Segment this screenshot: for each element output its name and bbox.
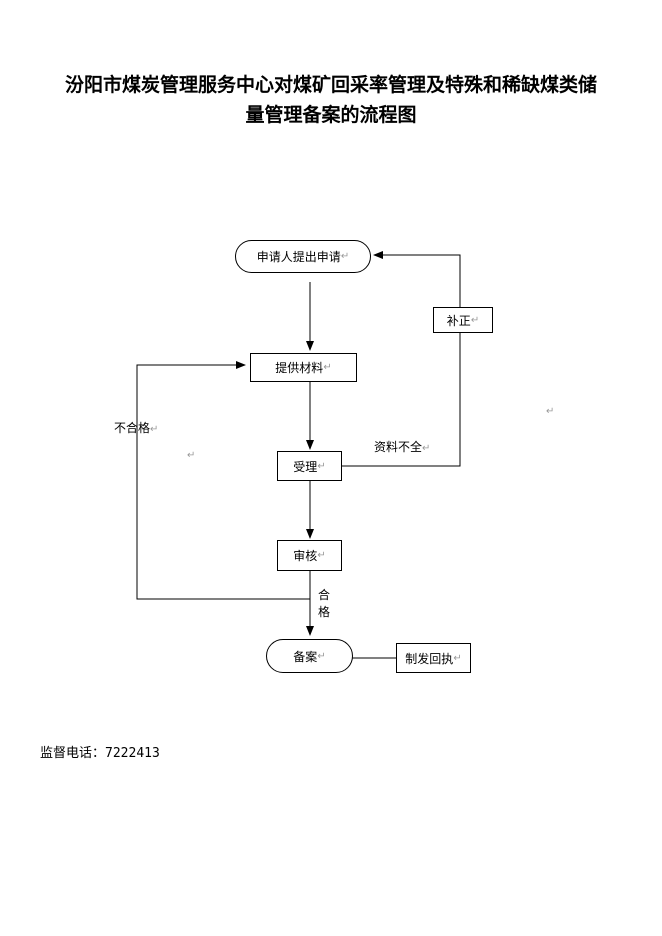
page-title: 汾阳市煤炭管理服务中心对煤矿回采率管理及特殊和稀缺煤类储 量管理备案的流程图 bbox=[30, 70, 632, 130]
node-receipt-label: 制发回执 bbox=[405, 651, 454, 666]
node-review-label: 审核 bbox=[293, 549, 318, 563]
label-pass-char-2: 格 bbox=[317, 605, 330, 619]
node-accept-label: 受理 bbox=[293, 459, 318, 474]
node-materials-label: 提供材料 bbox=[275, 361, 324, 375]
supervision-phone: 监督电话：7222413 bbox=[40, 742, 160, 761]
supervision-phone-number: 7222413 bbox=[105, 746, 160, 761]
label-pass: 合 格 bbox=[317, 587, 331, 621]
node-filing-label: 备案 bbox=[293, 649, 318, 664]
node-apply-label: 申请人提出申请 bbox=[256, 250, 341, 264]
supervision-phone-label: 监督电话： bbox=[40, 746, 106, 761]
arrow-fail-loop bbox=[136, 361, 310, 600]
label-fail: 不合格↵ bbox=[114, 421, 159, 435]
node-accept: 受理↵ bbox=[277, 451, 342, 481]
arrow-incomplete-loop bbox=[341, 251, 461, 467]
node-receipt: 制发回执↵ bbox=[396, 643, 471, 673]
node-review: 审核↵ bbox=[277, 540, 342, 571]
node-correction: 补正↵ bbox=[433, 307, 493, 333]
label-incomplete: 资料不全↵ bbox=[374, 440, 431, 454]
paragraph-mark: ↵ bbox=[187, 450, 196, 461]
label-pass-char-1: 合 bbox=[317, 588, 330, 602]
title-line-1: 汾阳市煤炭管理服务中心对煤矿回采率管理及特殊和稀缺煤类储 bbox=[64, 74, 597, 96]
node-correction-label: 补正 bbox=[446, 313, 471, 328]
node-filing: 备案↵ bbox=[266, 639, 353, 673]
title-line-2: 量管理备案的流程图 bbox=[245, 104, 417, 126]
node-materials: 提供材料↵ bbox=[250, 353, 357, 382]
paragraph-mark: ↵ bbox=[546, 406, 555, 417]
node-apply: 申请人提出申请↵ bbox=[235, 240, 371, 273]
